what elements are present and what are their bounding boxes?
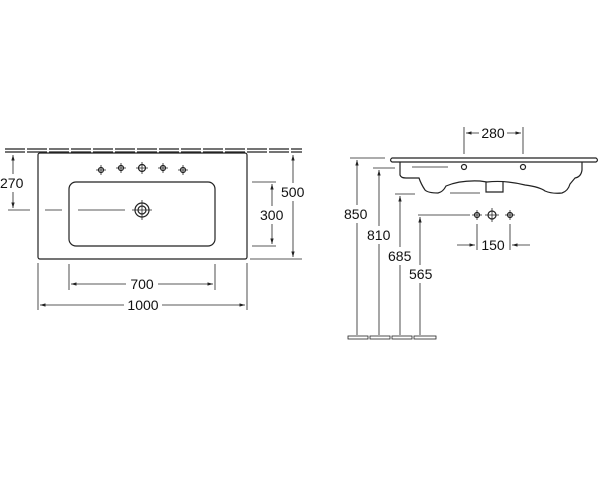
dim-500: 500 (281, 184, 305, 200)
floor-line (347, 335, 437, 340)
tap-holes (96, 162, 188, 175)
basin-profile (389, 157, 599, 194)
tap-hole-icon (116, 163, 126, 173)
dim-685: 685 (388, 248, 412, 264)
drain-icon (132, 200, 152, 220)
tap-hole-icon (460, 163, 468, 171)
basin-outline (37, 152, 248, 260)
dim-700: 700 (130, 276, 154, 292)
top-view: 270 500 300 700 1000 (0, 148, 305, 313)
bowl-outline (68, 181, 216, 247)
wall-line (5, 148, 302, 153)
fittings-icon (472, 208, 515, 222)
dim-300: 300 (260, 207, 284, 223)
dim-810: 810 (367, 227, 391, 243)
dim-270: 270 (0, 175, 24, 191)
tap-hole-icon (158, 163, 168, 173)
dim-280: 280 (481, 125, 505, 141)
tap-hole-icon (519, 163, 527, 171)
dim-150: 150 (481, 237, 505, 253)
side-view: 280 150 850 810 685 565 (343, 125, 599, 340)
dim-850: 850 (344, 206, 368, 222)
tap-hole-icon (136, 162, 148, 174)
dim-1000: 1000 (127, 297, 158, 313)
tap-hole-icon (178, 165, 188, 175)
tap-hole-icon (96, 165, 106, 175)
dim-565: 565 (409, 266, 433, 282)
